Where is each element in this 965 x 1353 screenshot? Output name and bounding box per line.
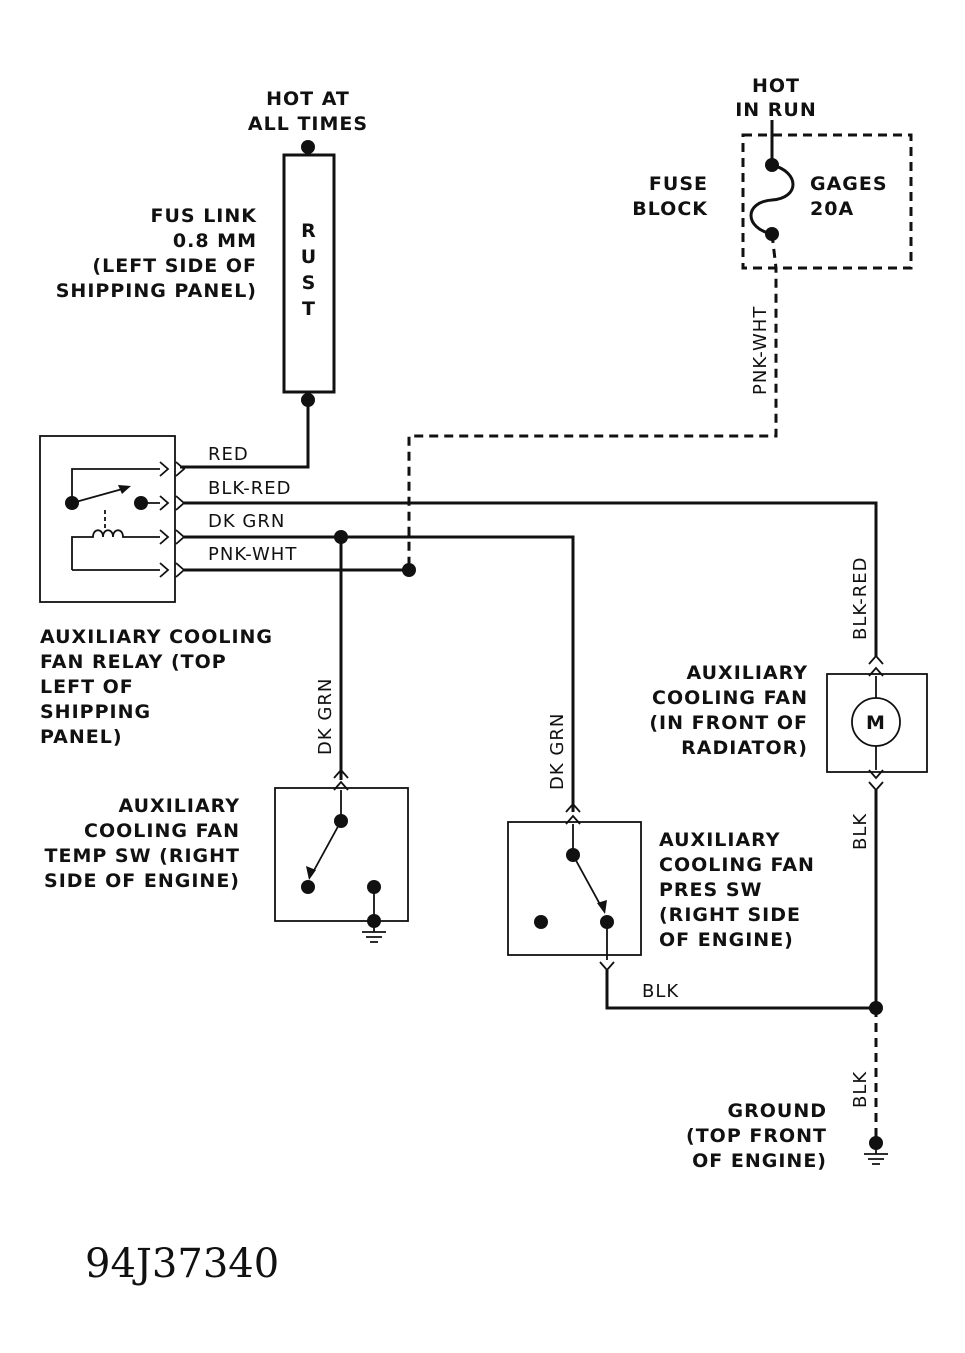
rust-letter-u: U xyxy=(301,246,317,268)
figure-code: 94J37340 xyxy=(85,1241,279,1287)
rust-letter-r: R xyxy=(301,220,317,242)
pres-sw-outline xyxy=(507,821,642,956)
hot-in-run-label-1: HOT xyxy=(752,75,800,97)
fus-link-label-2: 0.8 MM xyxy=(173,230,257,252)
relay-switch-arrow xyxy=(118,485,131,494)
pnk-wht-wire-label: PNK-WHT xyxy=(208,544,297,565)
fus-link-label-1: FUS LINK xyxy=(150,205,257,227)
pres-sw-arrow xyxy=(597,900,607,914)
red-wire-label: RED xyxy=(208,444,249,465)
pres-sw-label-5: OF ENGINE) xyxy=(659,929,794,951)
dk-grn-temp-label: DK GRN xyxy=(315,678,336,755)
temp-sw-label-2: COOLING FAN xyxy=(84,820,240,842)
fusible-link-body xyxy=(282,153,336,394)
pres-sw-label-3: PRES SW xyxy=(659,879,762,901)
temp-sw-contact-left xyxy=(301,880,315,894)
fan-motor-symbol: M xyxy=(866,712,886,734)
relay-switch-arm xyxy=(71,487,127,504)
fuse-block-outline xyxy=(741,133,913,270)
blk-red-wire xyxy=(184,501,878,657)
relay-coil xyxy=(71,529,160,570)
temp-sw-label-1: AUXILIARY xyxy=(119,795,241,817)
fus-link-label-3: (LEFT SIDE OF xyxy=(92,255,257,277)
ground-connector xyxy=(869,1136,883,1150)
pres-sw-label-4: (RIGHT SIDE xyxy=(659,904,801,926)
fuse-block-label-1: FUSE xyxy=(649,173,708,195)
ground-label-3: OF ENGINE) xyxy=(692,1150,827,1172)
temp-sw-outline xyxy=(274,787,409,922)
relay-outline xyxy=(39,435,176,603)
relay-label-4: SHIPPING xyxy=(40,701,151,723)
fan-outline xyxy=(826,673,928,773)
ground-symbol xyxy=(864,1153,888,1165)
pres-sw-contact-left xyxy=(534,915,548,929)
rust-letter-s: S xyxy=(302,272,317,294)
temp-sw-label-3: TEMP SW (RIGHT xyxy=(45,845,240,867)
blk-red-wire-label: BLK-RED xyxy=(208,478,292,499)
blk-ground-wire-label: BLK xyxy=(850,1071,871,1108)
temp-sw-arm xyxy=(311,820,342,875)
pres-sw-output-chevron xyxy=(599,961,615,972)
fuse-block-label-2: BLOCK xyxy=(632,198,708,220)
relay-pin-red-chevron xyxy=(159,461,186,477)
pnk-wht-splice xyxy=(402,563,416,577)
temp-sw-ground-connector xyxy=(367,914,381,928)
blk-bottom-wire-label: BLK xyxy=(642,981,679,1002)
dk-grn-pres-label: DK GRN xyxy=(547,713,568,790)
pres-sw-label-2: COOLING FAN xyxy=(659,854,815,876)
blk-red-vertical-label: BLK-RED xyxy=(850,556,871,640)
relay-feed-trace xyxy=(71,468,160,503)
fuse-gages-label: GAGES xyxy=(810,173,888,195)
red-wire xyxy=(180,400,310,469)
pnk-wht-vertical-label: PNK-WHT xyxy=(750,306,771,395)
relay-label-2: FAN RELAY (TOP xyxy=(40,651,227,673)
temp-sw-label-4: SIDE OF ENGINE) xyxy=(44,870,240,892)
ground-label-1: GROUND xyxy=(728,1100,827,1122)
relay-pin-dk-grn-chevron xyxy=(159,529,186,545)
relay-label-1: AUXILIARY COOLING xyxy=(40,626,273,648)
dk-grn-wire xyxy=(184,535,575,812)
relay-pin-blk-red-chevron xyxy=(159,495,186,511)
relay-label-5: PANEL) xyxy=(40,726,123,748)
ground-label-2: (TOP FRONT xyxy=(686,1125,827,1147)
hot-at-all-times-label-1: HOT AT xyxy=(266,88,350,110)
fan-label-3: (IN FRONT OF xyxy=(649,712,808,734)
hot-at-all-times-label-2: ALL TIMES xyxy=(248,113,368,135)
relay-label-3: LEFT OF xyxy=(40,676,134,698)
blk-pres-sw-wire xyxy=(605,970,876,1010)
temp-sw-ground-symbol xyxy=(362,931,386,943)
rust-letter-t: T xyxy=(302,298,316,320)
fan-label-4: RADIATOR) xyxy=(681,737,808,759)
fan-connector-bottom-chevron xyxy=(868,769,884,792)
fuse-rating-label: 20A xyxy=(810,198,854,220)
temp-sw-arrow xyxy=(306,866,316,880)
blk-fan-wire-label: BLK xyxy=(850,813,871,850)
dk-grn-wire-label: DK GRN xyxy=(208,511,285,532)
hot-in-run-label-2: IN RUN xyxy=(735,99,817,121)
fus-link-label-4: SHIPPING PANEL) xyxy=(56,280,257,302)
fan-label-2: COOLING FAN xyxy=(652,687,808,709)
pres-sw-arm xyxy=(572,854,603,909)
battery-feed-connector xyxy=(301,140,315,154)
fuse-element xyxy=(749,163,795,236)
fan-connector-top-chevron xyxy=(868,654,884,677)
relay-pin-pnk-wht-chevron xyxy=(159,562,186,578)
fan-label-1: AUXILIARY xyxy=(687,662,809,684)
pnk-wht-feed-wire xyxy=(407,233,778,570)
pres-sw-label-1: AUXILIARY xyxy=(659,829,781,851)
